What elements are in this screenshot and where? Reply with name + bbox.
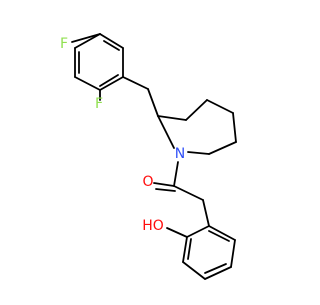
bond-phenol1	[186, 225, 210, 238]
bond-ring1	[99, 33, 124, 49]
bond-oh	[166, 227, 188, 238]
bond-carbonyl-o-double	[155, 188, 176, 192]
bond-f1-ring	[71, 33, 101, 43]
bond-linker1	[122, 76, 149, 90]
bond-phenol4	[204, 266, 232, 280]
bond-ring4	[74, 76, 101, 91]
molecule-diagram: F F N O HO	[60, 33, 237, 280]
bond-pip1	[157, 115, 187, 121]
hydroxyl-label: HO	[142, 218, 164, 234]
bond-pip6	[187, 151, 210, 155]
bond-ring1-inner	[103, 40, 120, 51]
bond-linker2	[147, 88, 159, 117]
bond-ring6	[74, 33, 101, 49]
bond-phenol2	[182, 236, 188, 263]
structure-svg: F F N O HO	[60, 33, 237, 280]
bond-carbonyl-o	[153, 182, 175, 187]
fluorine-ortho-label: F	[95, 96, 103, 112]
bond-pip7	[157, 115, 175, 149]
bond-phenol3	[182, 261, 206, 280]
bond-n-carbonyl	[173, 161, 179, 187]
bond-phenol6	[208, 225, 236, 241]
bond-phenol2-inner	[187, 238, 192, 260]
bonds	[71, 33, 237, 280]
bond-ring3-inner	[99, 74, 119, 87]
fluorine-top-label: F	[60, 36, 68, 52]
nitrogen-label: N	[175, 146, 185, 162]
bond-ring3	[99, 76, 124, 91]
bond-pip4	[232, 112, 237, 143]
bond-ch2	[173, 185, 204, 201]
bond-phenol-link	[202, 199, 210, 227]
bond-pip3	[206, 99, 234, 114]
bond-phenol4-inner	[204, 263, 227, 274]
bond-pip5	[208, 141, 237, 155]
bond-phenol5	[230, 239, 236, 268]
bond-pip2	[185, 99, 208, 121]
carbonyl-oxygen-label: O	[142, 174, 153, 190]
bond-phenol6-inner	[208, 230, 230, 242]
